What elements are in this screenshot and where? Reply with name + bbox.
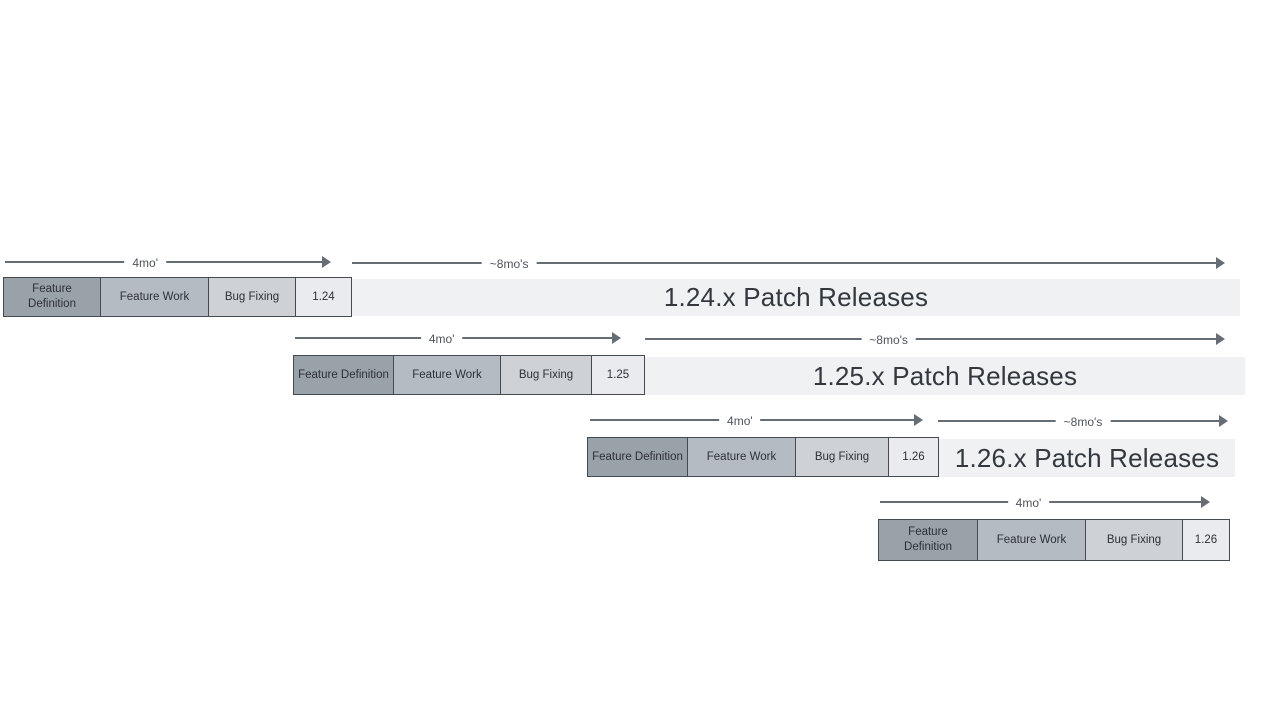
arrow-head-icon [1201,496,1210,508]
phase-bug-fixing: Bug Fixing [209,278,296,316]
patch-releases-bar-row3: 1.26.x Patch Releases [939,439,1235,477]
duration-arrow-8mo-row1: ~8mo's [352,256,1225,271]
arrow-line [645,338,1218,340]
phase-feature-definition: Feature Definition [294,356,394,394]
release-cycle-row2: Feature Definition Feature Work Bug Fixi… [293,355,645,395]
duration-arrow-4mo-row3: 4mo' [590,413,923,428]
duration-arrow-4mo-row4: 4mo' [880,495,1210,510]
arrow-head-icon [1216,257,1225,269]
phase-bug-fixing: Bug Fixing [501,356,592,394]
phase-bug-fixing: Bug Fixing [796,438,889,476]
arrow-head-icon [1216,333,1225,345]
release-cycle-row3: Feature Definition Feature Work Bug Fixi… [587,437,939,477]
arrow-head-icon [914,414,923,426]
phase-feature-work: Feature Work [978,520,1086,560]
version-box: 1.26 [1183,520,1229,560]
version-box: 1.25 [592,356,644,394]
arrow-head-icon [1219,415,1228,427]
duration-arrow-8mo-row2: ~8mo's [645,332,1225,347]
duration-label-8mo: ~8mo's [481,257,537,271]
phase-feature-definition: Feature Definition [879,520,978,560]
patch-releases-bar-row2: 1.25.x Patch Releases [645,357,1245,395]
duration-label-4mo: 4mo' [719,414,761,428]
duration-label-4mo: 4mo' [124,256,166,270]
arrow-head-icon [612,332,621,344]
phase-feature-definition: Feature Definition [4,278,101,316]
duration-arrow-4mo-row1: 4mo' [5,255,331,270]
duration-label-8mo: ~8mo's [861,333,916,347]
phase-feature-work: Feature Work [101,278,209,316]
patch-releases-bar-row1: 1.24.x Patch Releases [352,279,1240,316]
version-box: 1.26 [889,438,938,476]
release-cycle-row4: Feature Definition Feature Work Bug Fixi… [878,519,1230,561]
phase-feature-work: Feature Work [688,438,796,476]
phase-feature-definition: Feature Definition [588,438,688,476]
arrow-head-icon [322,256,331,268]
duration-label-8mo: ~8mo's [1055,415,1111,429]
duration-arrow-4mo-row2: 4mo' [295,331,621,346]
duration-label-4mo: 4mo' [420,332,463,346]
phase-feature-work: Feature Work [394,356,501,394]
release-cycle-row1: Feature Definition Feature Work Bug Fixi… [3,277,352,317]
duration-label-4mo: 4mo' [1007,496,1050,510]
arrow-line [352,262,1218,264]
version-box: 1.24 [296,278,351,316]
duration-arrow-8mo-row3: ~8mo's [938,414,1228,429]
phase-bug-fixing: Bug Fixing [1086,520,1183,560]
